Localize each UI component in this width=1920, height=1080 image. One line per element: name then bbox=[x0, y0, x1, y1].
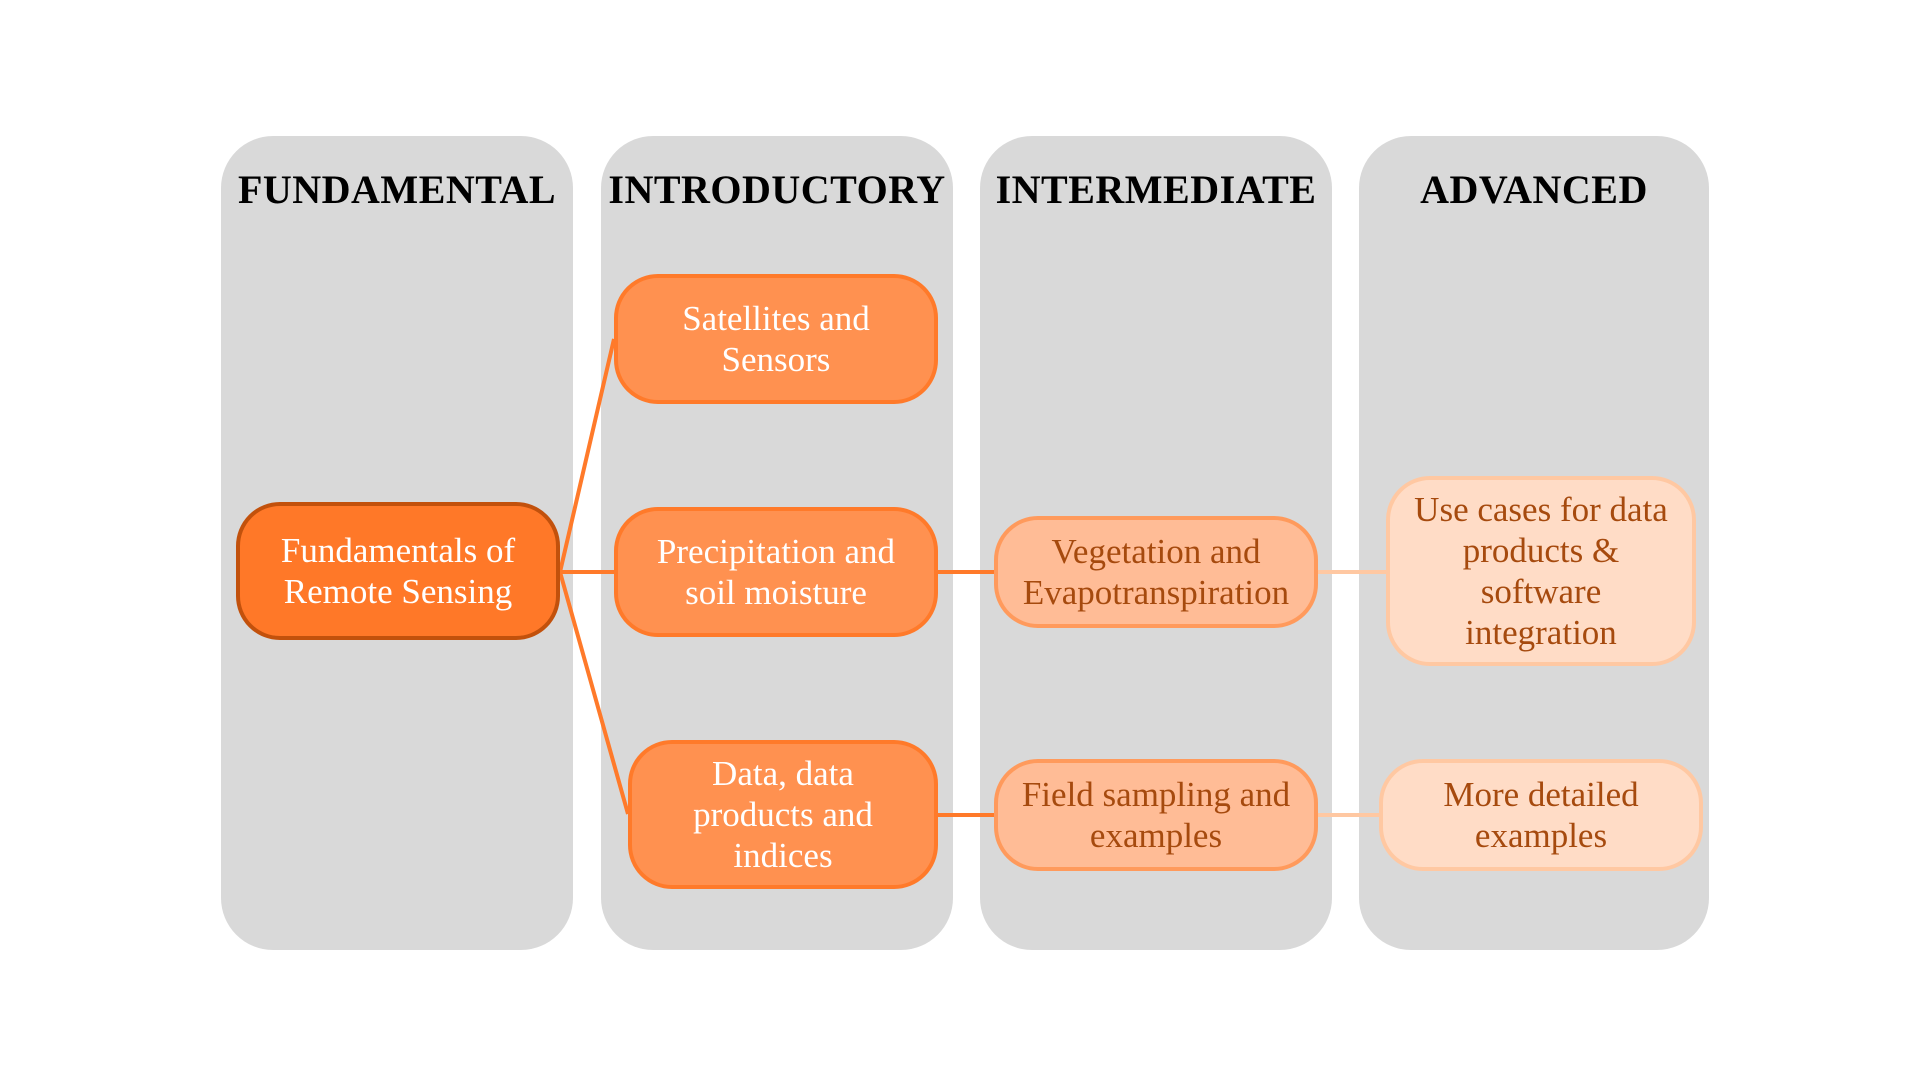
node-label-line: products & bbox=[1462, 531, 1620, 570]
node-label-line: products and bbox=[693, 795, 873, 834]
connector-fundamentals-data bbox=[558, 571, 630, 815]
node-label-line: Vegetation and bbox=[1051, 532, 1261, 571]
node-precipitation-and-soil-moisture: Precipitation and soil moisture bbox=[614, 507, 938, 637]
node-fundamentals-of-remote-sensing: Fundamentals of Remote Sensing bbox=[236, 502, 560, 640]
node-label-line: Use cases for data bbox=[1414, 490, 1668, 529]
node-use-cases-for-data-products: Use cases for data products & software i… bbox=[1386, 476, 1696, 666]
column-title-intermediate: INTERMEDIATE bbox=[995, 167, 1317, 212]
node-label-line: More detailed bbox=[1443, 775, 1639, 814]
node-vegetation-and-evapotranspiration: Vegetation and Evapotranspiration bbox=[994, 516, 1318, 628]
node-label-line: Sensors bbox=[721, 340, 831, 379]
node-label-line: Evapotranspiration bbox=[1022, 573, 1290, 612]
node-label-line: examples bbox=[1089, 816, 1223, 855]
node-data-products-and-indices: Data, data products and indices bbox=[628, 740, 938, 889]
node-label-line: Fundamentals of bbox=[280, 531, 516, 570]
column-title-advanced: ADVANCED bbox=[1420, 167, 1648, 212]
node-label-line: indices bbox=[733, 836, 833, 875]
column-title-fundamental: FUNDAMENTAL bbox=[237, 167, 557, 212]
node-label-line: Remote Sensing bbox=[283, 572, 513, 611]
node-satellites-and-sensors: Satellites and Sensors bbox=[614, 274, 938, 404]
node-label-line: Precipitation and bbox=[656, 532, 896, 571]
column-title-introductory: INTRODUCTORY bbox=[608, 167, 946, 212]
node-label-line: examples bbox=[1474, 816, 1608, 855]
node-label-line: software bbox=[1480, 572, 1602, 611]
node-field-sampling-and-examples: Field sampling and examples bbox=[994, 759, 1318, 871]
node-label-line: Satellites and bbox=[682, 299, 870, 338]
node-label-line: integration bbox=[1465, 613, 1617, 652]
node-more-detailed-examples: More detailed examples bbox=[1379, 759, 1703, 871]
node-label-line: Data, data bbox=[712, 754, 854, 793]
node-label-line: Field sampling and bbox=[1021, 775, 1291, 814]
node-label-line: soil moisture bbox=[685, 573, 867, 612]
connector-fundamentals-satellites bbox=[558, 338, 616, 573]
